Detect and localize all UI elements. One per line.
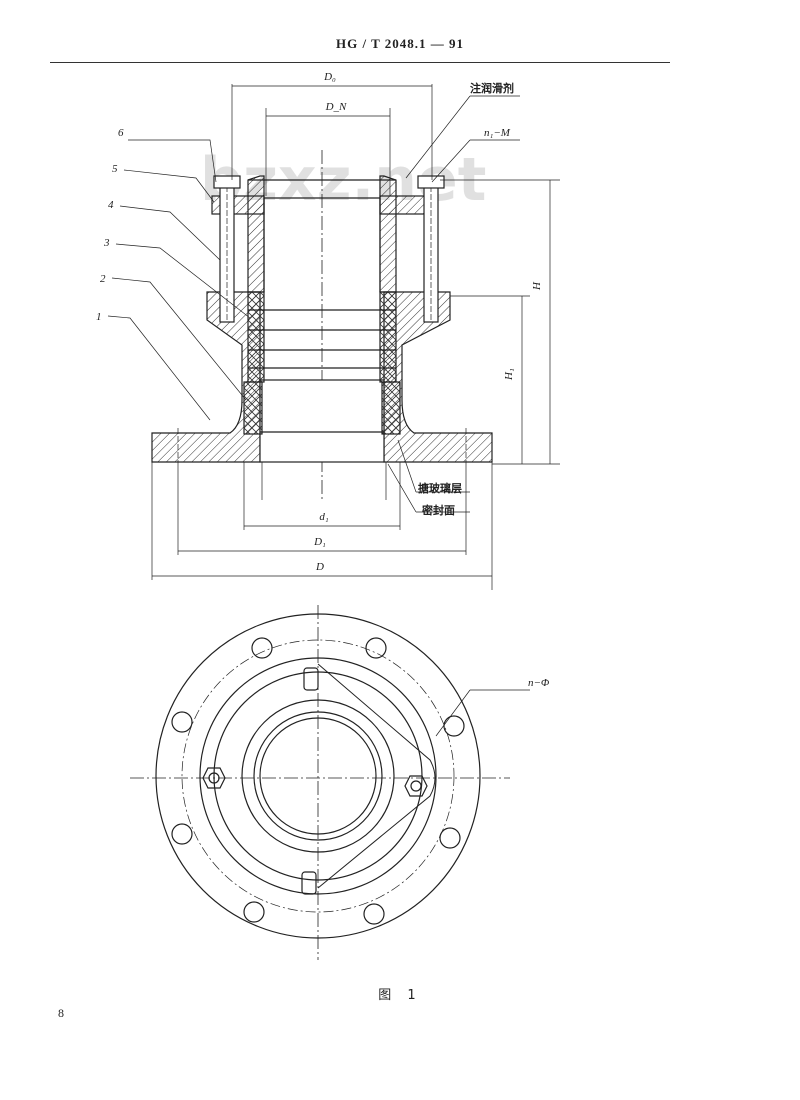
leader-2 [111, 277, 247, 401]
hex-nut-right [404, 775, 428, 797]
label-D0: D₀ [323, 71, 336, 83]
leader-6 [128, 139, 217, 183]
leader-1 [107, 315, 211, 421]
leader-4 [119, 205, 221, 261]
section-view [107, 84, 560, 590]
page-number: 8 [58, 1006, 64, 1020]
raised-face-circle [199, 657, 437, 895]
liner-right [381, 381, 401, 435]
label-nPhi: n−Φ [528, 677, 550, 689]
bolt-hole-3 [171, 711, 193, 733]
bolt-circle [181, 639, 455, 913]
flange-outer-circle [155, 613, 481, 939]
pipe-bore [259, 379, 385, 463]
part-2: 2 [100, 273, 106, 285]
label-d1: d₁ [319, 511, 329, 523]
part-4: 4 [108, 199, 114, 211]
part-3: 3 [103, 237, 110, 249]
bolt-hole-4 [443, 715, 465, 737]
gland-left [247, 175, 265, 293]
leader-3 [115, 243, 251, 319]
label-D1: D₁ [313, 536, 326, 548]
flange-left [151, 291, 261, 463]
label-DN: D_N [325, 101, 347, 113]
bolt-hole-2 [365, 637, 387, 659]
sleeve-outer-circle [241, 699, 395, 853]
gland-right [379, 175, 397, 293]
plan-view [130, 605, 530, 960]
leader-grease [405, 95, 520, 179]
label-H1: H₁ [503, 368, 515, 381]
liner-left [243, 381, 263, 435]
hex-nut-right-bore [410, 780, 422, 792]
label-seal-face: 密封面 [422, 503, 455, 517]
nut-right [417, 175, 445, 189]
part-1: 1 [96, 311, 102, 323]
bolt-hole-5 [171, 823, 193, 845]
hex-nut-left [202, 767, 226, 789]
nut-left [213, 175, 241, 189]
leader-5 [123, 169, 215, 203]
figure-caption: 图 1 [378, 988, 422, 1003]
header-rule [50, 62, 670, 63]
leader-enamel [397, 439, 470, 493]
bore-circle [259, 717, 377, 835]
label-enamel: 搪玻璃层 [418, 481, 462, 495]
label-n1M: n₁−M [484, 127, 511, 139]
label-grease: 注润滑剂 [470, 81, 514, 95]
bolt-hole-8 [363, 903, 385, 925]
hex-nut-left-bore [208, 772, 220, 784]
bolt-hole-1 [251, 637, 273, 659]
leader-nPhi [435, 689, 530, 737]
bolt-hole-6 [439, 827, 461, 849]
part-6: 6 [118, 127, 124, 139]
gland-outline [317, 663, 436, 889]
lube-fitting-top [303, 667, 319, 691]
bolt-hole-7 [243, 901, 265, 923]
label-H: H [531, 281, 543, 291]
sleeve-inner-circle [253, 711, 383, 841]
lube-fitting-bottom [301, 871, 317, 895]
leader-n1M [431, 139, 520, 183]
standard-header: HG / T 2048.1 — 91 [335, 36, 465, 51]
leader-seal [387, 463, 470, 513]
part-5: 5 [112, 163, 118, 175]
label-D: D [315, 561, 324, 573]
